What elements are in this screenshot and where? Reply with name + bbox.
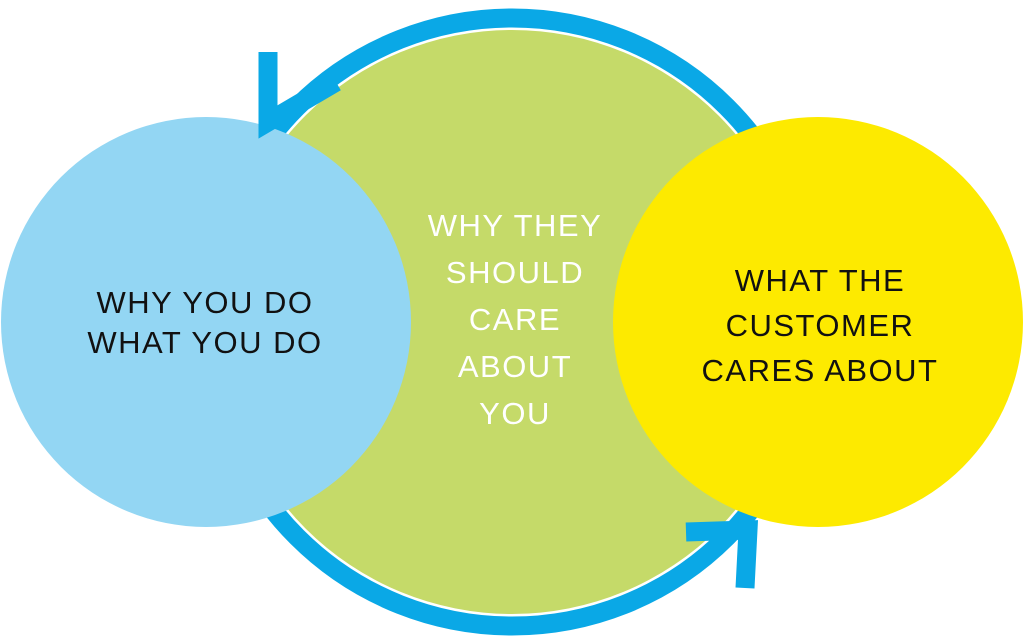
right-label-line: CARES ABOUT [701,353,939,388]
center-label-line: SHOULD [445,255,585,290]
center-circle-label: WHY THEY SHOULD CARE ABOUT YOU [365,202,665,437]
center-label-line: YOU [479,396,551,431]
center-label-line: CARE [468,302,562,337]
center-label-line: ABOUT [457,349,573,384]
left-circle [1,117,411,527]
left-circle-label: WHY YOU DO WHAT YOU DO [40,283,370,363]
right-circle [613,117,1023,527]
left-label-line: WHY YOU DO [96,285,314,320]
left-label-line: WHAT YOU DO [87,325,323,360]
arrowhead-left-icon [258,52,341,139]
right-circle-label: WHAT THE CUSTOMER CARES ABOUT [640,258,1000,393]
center-circle [220,30,804,614]
right-label-line: WHAT THE [734,263,906,298]
center-label-line: WHY THEY [427,208,603,243]
right-label-line: CUSTOMER [725,308,915,343]
arrowhead-right-icon [685,520,759,589]
